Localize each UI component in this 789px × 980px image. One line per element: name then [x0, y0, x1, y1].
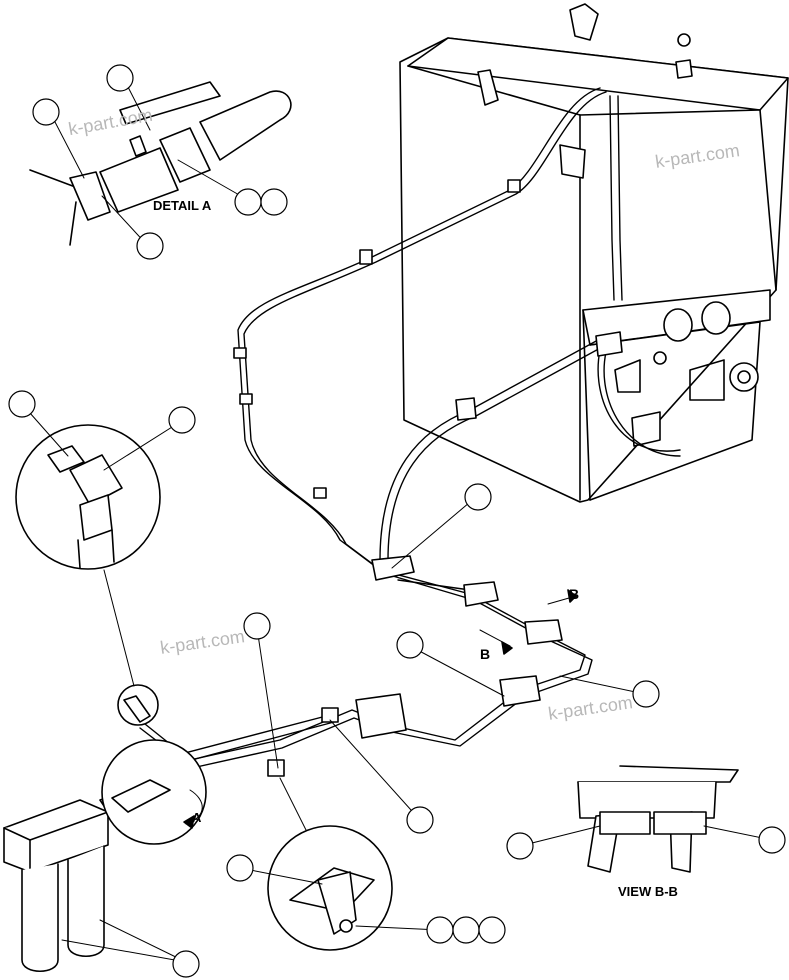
- clamps: [233, 179, 623, 777]
- arrow-a-label: A: [192, 810, 202, 825]
- small-detail-circles: [101, 684, 393, 951]
- section-b-label-bottom: B: [480, 646, 491, 662]
- detail-a-view: [29, 81, 292, 246]
- view-bb: [577, 765, 739, 873]
- section-arrows: [183, 589, 577, 829]
- callout-balloons: [8, 64, 786, 978]
- hydraulic-tank: [399, 3, 789, 503]
- filter-assembly: [3, 785, 149, 972]
- fitting-detail-circle: [15, 424, 161, 570]
- leader-lines: [21, 86, 773, 963]
- view-bb-label: VIEW B-B: [618, 884, 678, 899]
- section-b-label-top: B: [569, 586, 580, 602]
- detail-a-label: DETAIL A: [153, 198, 212, 213]
